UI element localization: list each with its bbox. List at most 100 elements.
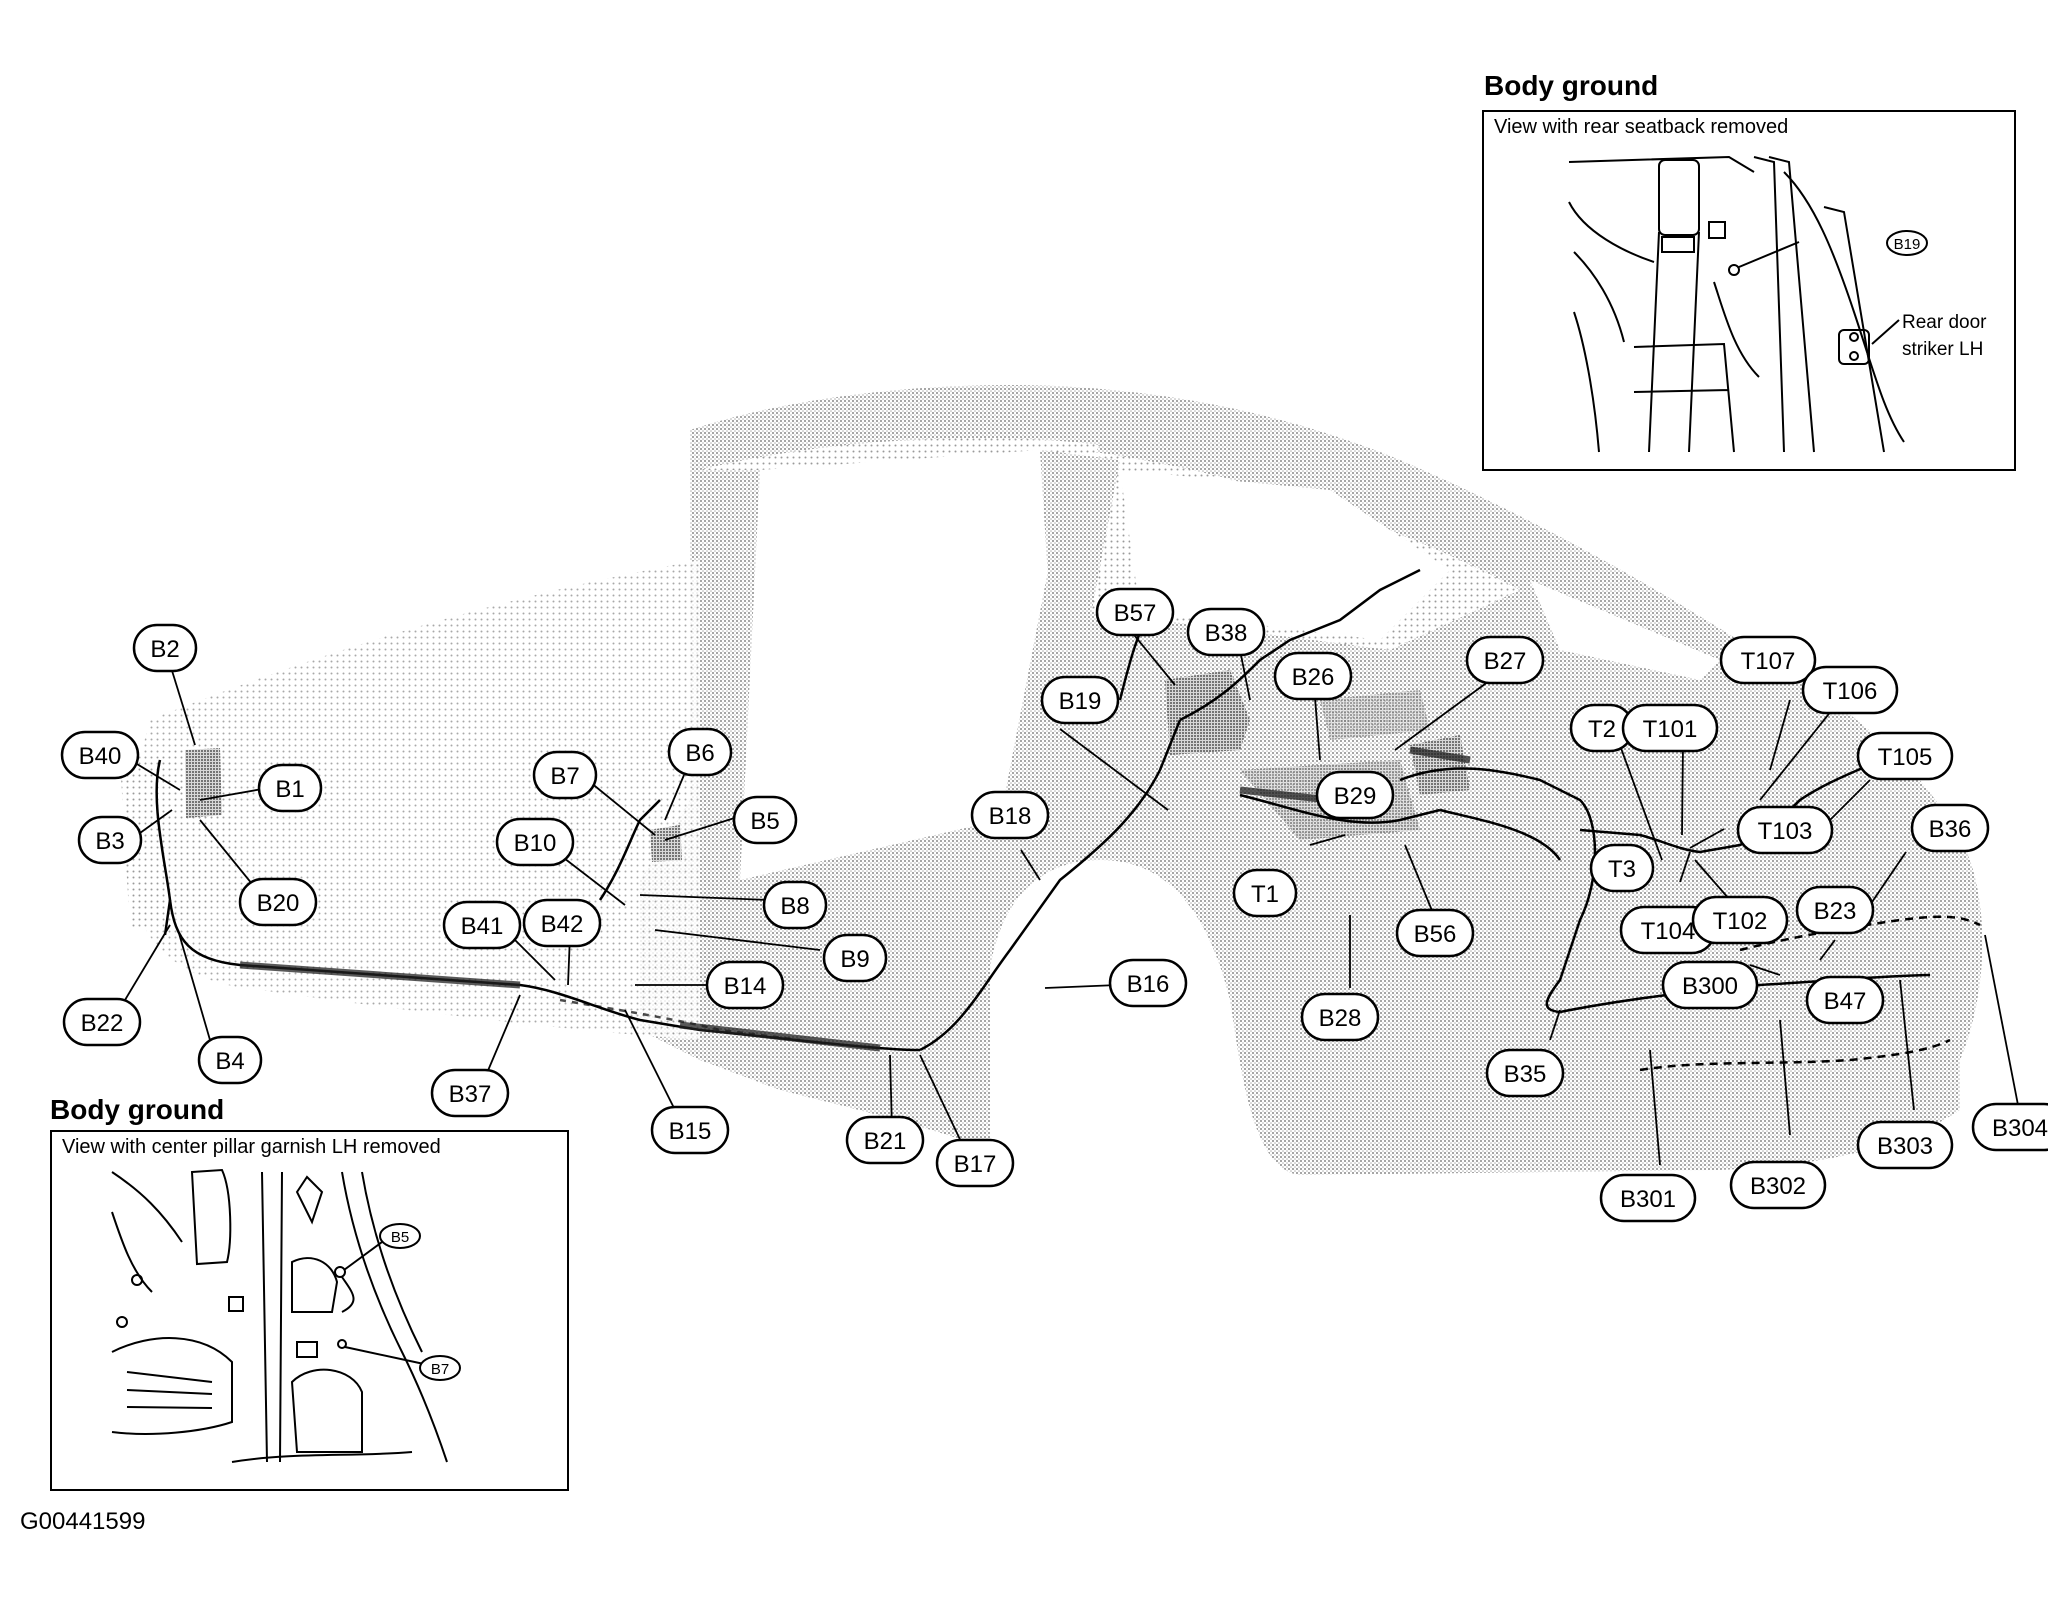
callout-t102: T102 [1691,895,1789,945]
callout-t1: T1 [1232,868,1298,918]
callout-text: B14 [724,973,767,1000]
inset-callout-b19: B19 [1894,236,1921,253]
callout-text: B6 [685,740,714,767]
figure-reference-id: G00441599 [20,1508,146,1535]
callout-text: T101 [1643,716,1698,743]
callout-b20: B20 [238,877,318,927]
callout-b9: B9 [822,933,888,983]
callout-b16: B16 [1108,958,1188,1008]
callout-t105: T105 [1856,731,1954,781]
callout-text: B20 [257,890,300,917]
callout-b10: B10 [495,817,575,867]
callout-t2: T2 [1569,703,1635,753]
callout-text: B3 [95,828,124,855]
inset-center-pillar: View with center pillar garnish LH remov… [50,1130,569,1491]
callout-b22: B22 [62,997,142,1047]
callout-text: B23 [1814,898,1857,925]
car-body-silhouette [120,385,1983,1175]
callout-b36: B36 [1910,803,1990,853]
callout-t107: T107 [1719,635,1817,685]
inset-callout-b7: B7 [431,1361,449,1378]
callout-b15: B15 [650,1105,730,1155]
callout-text: B19 [1059,688,1102,715]
callout-text: B300 [1682,973,1738,1000]
callout-b23: B23 [1795,885,1875,935]
callout-text: B301 [1620,1186,1676,1213]
callout-b29: B29 [1315,770,1395,820]
callout-t101: T101 [1621,703,1719,753]
callout-text: T102 [1713,908,1768,935]
callout-b26: B26 [1273,651,1353,701]
callout-b35: B35 [1485,1048,1565,1098]
callout-b38: B38 [1186,607,1266,657]
callout-b1: B1 [257,763,323,813]
harness-thick-segments [239,746,1471,1052]
callout-b300: B300 [1661,960,1759,1010]
callout-text: T103 [1758,818,1813,845]
callout-text: T105 [1878,744,1933,771]
callout-text: B26 [1292,664,1335,691]
callout-b8: B8 [762,880,828,930]
callout-text: B57 [1114,600,1157,627]
callout-text: B15 [669,1118,712,1145]
callout-b37: B37 [430,1068,510,1118]
callout-b301: B301 [1599,1173,1697,1223]
callout-b28: B28 [1300,992,1380,1042]
callout-b6: B6 [667,727,733,777]
callout-text: B40 [79,743,122,770]
callout-text: B35 [1504,1061,1547,1088]
callout-b18: B18 [970,790,1050,840]
callout-text: B4 [215,1048,244,1075]
callout-b19: B19 [1040,675,1120,725]
callout-text: B22 [81,1010,124,1037]
callout-text: B304 [1992,1115,2048,1142]
callout-text: T107 [1741,648,1796,675]
callout-b41: B41 [442,900,522,950]
callout-text: B18 [989,803,1032,830]
callout-text: T106 [1823,678,1878,705]
callout-b40: B40 [60,730,140,780]
callout-text: B38 [1205,620,1248,647]
callout-text: T2 [1588,716,1616,743]
rear-seatback-drawing: B19 Rear door striker LH [1568,155,1987,453]
callout-b4: B4 [197,1035,263,1085]
inset-callout-b5: B5 [391,1229,409,1246]
callout-text: B37 [449,1081,492,1108]
callout-text: B17 [954,1151,997,1178]
note-striker-lh: striker LH [1902,339,1983,360]
callout-text: B10 [514,830,557,857]
callout-b304: B304 [1971,1102,2048,1152]
callout-t103: T103 [1736,805,1834,855]
callout-b42: B42 [522,898,602,948]
inset-caption-pillar: View with center pillar garnish LH remov… [62,1136,441,1158]
callout-text: B42 [541,911,584,938]
callout-text: T104 [1641,918,1696,945]
callout-text: B302 [1750,1173,1806,1200]
inset-heading-rear: Body ground [1484,70,1659,101]
callout-b56: B56 [1395,908,1475,958]
callout-text: B7 [550,763,579,790]
callout-t3: T3 [1589,843,1655,893]
callout-text: B1 [275,776,304,803]
inset-rear-seatback: View with rear seatback removed B19 Rear… [1482,110,2016,471]
callout-t106: T106 [1801,665,1899,715]
callout-text: B8 [780,893,809,920]
callout-text: B27 [1484,648,1527,675]
callout-b3: B3 [77,815,143,865]
callout-b47: B47 [1805,975,1885,1025]
callout-text: B5 [750,808,779,835]
callout-b21: B21 [845,1115,925,1165]
leader-lines [121,629,2019,1166]
callout-text: B2 [150,636,179,663]
callout-text: B16 [1127,971,1170,998]
callout-text: B9 [840,946,869,973]
callout-b302: B302 [1729,1160,1827,1210]
callout-text: T1 [1251,881,1279,908]
inset-caption-rear: View with rear seatback removed [1494,116,1789,138]
callout-b14: B14 [705,960,785,1010]
callout-b303: B303 [1856,1120,1954,1170]
inset-heading-pillar: Body ground [50,1094,225,1125]
callout-b57: B57 [1095,587,1175,637]
callout-text: B56 [1414,921,1457,948]
